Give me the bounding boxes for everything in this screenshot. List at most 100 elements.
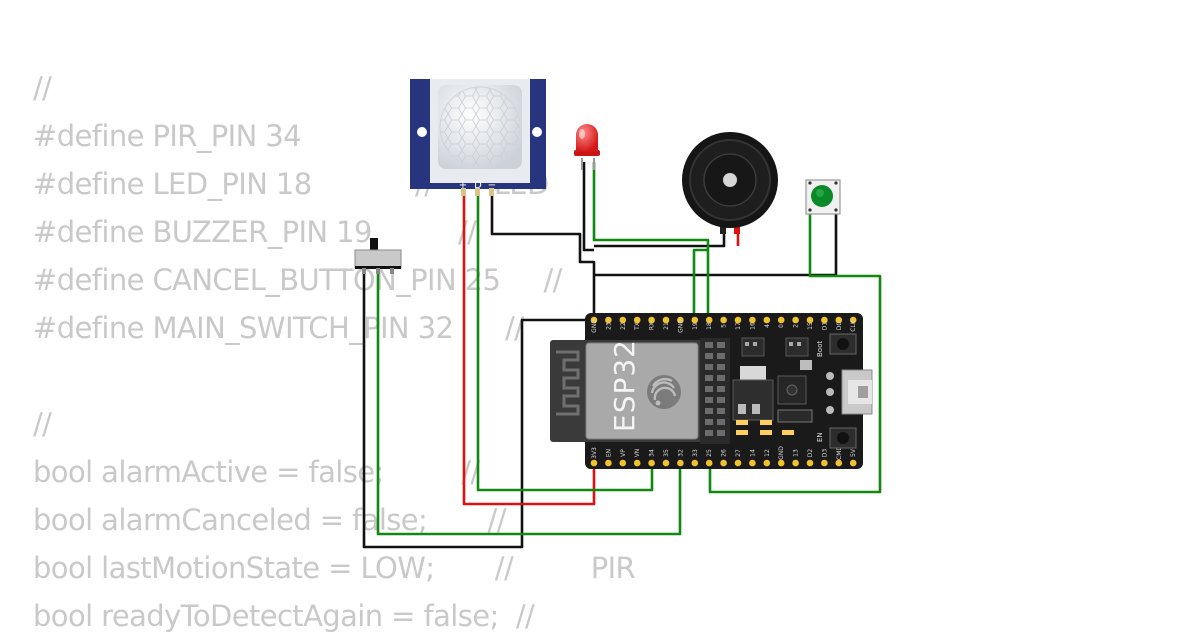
boot-button-label: Boot: [816, 341, 824, 357]
esp32-pin[interactable]: [705, 316, 713, 324]
code-line: bool readyToDetectAgain = false; //: [33, 599, 535, 633]
esp32-pin[interactable]: [648, 459, 655, 467]
esp32-pin-label: 12: [764, 449, 771, 457]
wire-buzzer-signal[interactable]: [692, 248, 708, 320]
esp32-pin[interactable]: [835, 459, 843, 467]
esp32-pin[interactable]: [777, 459, 785, 467]
esp32-pin[interactable]: [763, 459, 771, 467]
wire-gnd-switch[interactable]: [362, 270, 594, 549]
esp32-pin-label: EN: [605, 449, 612, 457]
esp32-pin-label: 0: [778, 324, 785, 328]
wire-button-signal[interactable]: [708, 210, 882, 494]
code-line: #define MAIN_SWITCH_PIN 32 //: [33, 311, 524, 345]
en-button[interactable]: [829, 427, 857, 449]
esp32-pin[interactable]: [619, 316, 627, 324]
esp32-pin-label: 35: [663, 449, 670, 457]
esp32-pin[interactable]: [605, 459, 612, 467]
code-line: //: [33, 71, 52, 105]
code-line: bool alarmCanceled = false; //: [33, 503, 506, 537]
esp32-pin[interactable]: [590, 459, 598, 467]
en-button-label: EN: [816, 432, 824, 442]
esp32-pin-label: D3: [821, 449, 828, 458]
esp32-pin[interactable]: [605, 316, 612, 324]
esp32-pin-label: D2: [807, 449, 814, 458]
wire-pir-vcc[interactable]: [462, 192, 596, 506]
esp32-module-label: ESP32: [608, 339, 641, 432]
esp32-pin-label: 26: [721, 449, 728, 457]
pir-pin-label: D: [474, 180, 482, 191]
esp32-pin-label: 18: [706, 322, 713, 330]
esp32-pin[interactable]: [662, 316, 670, 324]
wire-gnd-buzzer[interactable]: [594, 230, 726, 248]
esp32-pin[interactable]: [792, 459, 799, 467]
esp32-pin[interactable]: [705, 459, 713, 467]
wires: [362, 162, 882, 549]
code-line: bool lastMotionState = LOW; // PIR: [33, 551, 636, 585]
esp32-pin[interactable]: [619, 459, 627, 467]
wire-switch-signal[interactable]: [376, 270, 682, 536]
esp32-pin-label: GND: [677, 319, 684, 333]
esp32-pin[interactable]: [749, 316, 756, 324]
esp32-pin[interactable]: [835, 316, 843, 324]
esp32-pin[interactable]: [648, 316, 655, 324]
esp32-pin-label: VN: [634, 449, 641, 458]
pir-pin-label: −: [488, 180, 496, 191]
cancel-push-button[interactable]: [805, 179, 841, 215]
esp32-pin[interactable]: [734, 316, 742, 324]
esp32-pin-label: D0: [836, 322, 843, 331]
esp32-pin-label: TX: [634, 322, 641, 331]
esp32-pin-label: 3V3: [591, 447, 598, 459]
bottom-pin-row: [590, 459, 857, 467]
esp32-pin[interactable]: [691, 316, 699, 324]
esp32-pin[interactable]: [777, 316, 785, 324]
esp32-pin-label: RX: [649, 322, 656, 330]
esp32-pin[interactable]: [677, 459, 684, 467]
esp32-pin-label: 17: [735, 322, 742, 330]
esp32-pin[interactable]: [763, 316, 771, 324]
esp32-pin-label: 5V: [850, 448, 857, 457]
esp32-pin[interactable]: [677, 316, 684, 324]
esp32-pin[interactable]: [849, 316, 857, 324]
main-slide-switch[interactable]: [354, 238, 402, 274]
boot-button[interactable]: [829, 333, 857, 355]
esp32-pin[interactable]: [734, 459, 742, 467]
esp32-pin-label: GND: [591, 319, 598, 333]
buzzer[interactable]: [682, 132, 778, 234]
pir-sensor[interactable]: + D −: [410, 79, 546, 196]
esp32-pin[interactable]: [691, 459, 699, 467]
esp32-pin-label: CLK: [850, 319, 857, 332]
esp32-pin[interactable]: [633, 316, 641, 324]
wire-led-signal[interactable]: [592, 162, 710, 320]
wire-gnd-pir[interactable]: [490, 192, 596, 320]
esp32-pin-label: 25: [706, 449, 713, 457]
led[interactable]: [574, 124, 600, 170]
esp32-pin[interactable]: [849, 459, 857, 467]
esp32-pin[interactable]: [633, 459, 641, 467]
esp32-pin[interactable]: [590, 316, 598, 324]
esp32-pin[interactable]: [821, 459, 828, 467]
esp32-pin[interactable]: [749, 459, 756, 467]
esp32-pin-label: 22: [620, 322, 627, 330]
esp32-pin-label: 27: [735, 449, 742, 457]
wire-gnd-led[interactable]: [582, 162, 594, 252]
esp32-pin-label: VP: [620, 449, 627, 457]
esp32-pin[interactable]: [806, 316, 814, 324]
esp32-pin[interactable]: [662, 459, 670, 467]
esp32-pin-label: 16: [749, 322, 756, 330]
esp32-pin[interactable]: [720, 459, 727, 467]
esp32-pin[interactable]: [720, 316, 727, 324]
wire-pir-signal[interactable]: [476, 192, 654, 492]
usb-port-icon: [841, 369, 873, 415]
esp32-pin[interactable]: [806, 459, 814, 467]
esp32-pin[interactable]: [792, 316, 799, 324]
top-pin-row: [590, 316, 857, 324]
code-line: //: [33, 407, 52, 441]
esp32-module: ESP32: [550, 338, 730, 444]
esp32-pin-label: 19: [692, 322, 699, 330]
esp32-pin-label: 32: [677, 449, 684, 457]
esp32-pin[interactable]: [821, 316, 828, 324]
